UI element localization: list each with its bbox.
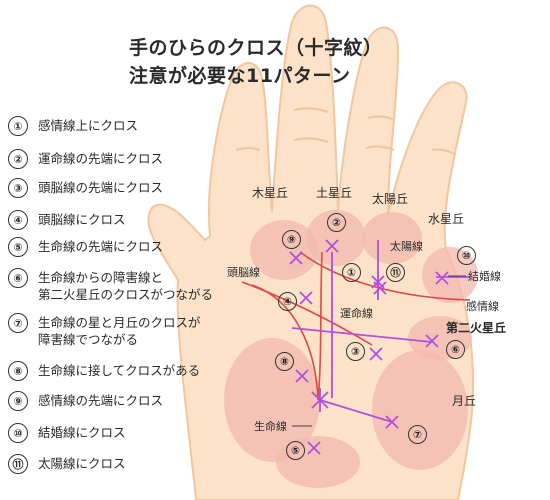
fate-line-label: 運命線	[340, 307, 373, 320]
fate-line	[317, 251, 323, 401]
mount-sun	[362, 212, 422, 264]
palm-number-9: ⑨	[282, 230, 301, 249]
mount-jupiter-label: 木星丘	[252, 186, 289, 200]
legend-item: ⑩ 結婚線にクロス	[8, 423, 126, 443]
obstacle-line-6	[291, 327, 433, 343]
legend-item: ① 感情線上にクロス	[8, 116, 139, 136]
second-mars-label: 第二火星丘	[446, 321, 507, 335]
palm-number-6: ⑥	[446, 340, 465, 359]
head-line	[241, 281, 373, 346]
head-line-label: 頭脳線	[227, 266, 260, 279]
legend-text: 頭脳線にクロス	[38, 212, 126, 227]
palm-number-7: ⑦	[408, 425, 427, 444]
cross-7	[385, 415, 399, 429]
legend-item: ② 運命線の先端にクロス	[8, 149, 164, 169]
legend-number: ④	[8, 210, 28, 230]
palm-number-5: ⑤	[286, 441, 305, 460]
legend-text: 生命線の先端にクロス	[38, 239, 164, 254]
legend-text: 生命線からの障害線と	[38, 270, 164, 285]
palm-number-11: ⑪	[386, 263, 405, 282]
legend-item: ⑤ 生命線の先端にクロス	[8, 237, 164, 257]
legend-number: ⑧	[8, 361, 28, 381]
cross-3	[369, 347, 383, 361]
cross-2	[325, 239, 339, 253]
legend-text: 生命線の星と月丘のクロスが	[38, 315, 201, 330]
cross-5	[307, 441, 321, 455]
legend-item: ⑨ 感情線の先端にクロス	[8, 391, 164, 411]
legend-number: ⑩	[8, 423, 28, 443]
legend-item: ⑪ 太陽線にクロス	[8, 454, 126, 474]
legend-text: 感情線の先端にクロス	[38, 393, 164, 408]
legend-number: ②	[8, 149, 28, 169]
legend-text: 運命線の先端にクロス	[38, 151, 164, 166]
legend-text: 感情線上にクロス	[38, 118, 139, 133]
cross-6	[425, 334, 439, 348]
legend-number: ⑥	[8, 268, 28, 288]
legend-item: ⑧ 生命線に接してクロスがある	[8, 361, 201, 381]
legend-item: ③ 頭脳線の先端にクロス	[8, 178, 164, 198]
legend-text: 頭脳線の先端にクロス	[38, 180, 164, 195]
mount-sun-label: 太陽丘	[372, 192, 409, 206]
title-line-2: 注意が必要な11パターン	[129, 65, 351, 87]
cross-8	[295, 369, 309, 383]
life-line-label: 生命線	[254, 420, 287, 433]
palm-number-8: ⑧	[275, 352, 294, 371]
legend-text-line2: 障害線でつながる	[38, 332, 139, 347]
legend-item: ④ 頭脳線にクロス	[8, 210, 126, 230]
palm-number-3: ③	[346, 342, 365, 361]
mount-jupiter	[250, 220, 318, 280]
cross-star	[311, 388, 329, 412]
legend-text: 生命線に接してクロスがある	[38, 363, 201, 378]
legend-number: ①	[8, 116, 28, 136]
legend-item: ⑦ 生命線の星と月丘のクロスが 障害線でつながる	[8, 313, 201, 348]
cross-10	[435, 271, 449, 285]
palm-number-1: ①	[342, 263, 361, 282]
palm-number-10: ⑩	[457, 246, 476, 265]
legend-number: ⑨	[8, 391, 28, 411]
cross-9	[289, 251, 303, 265]
cross-4	[299, 291, 313, 305]
mount-saturn-label: 土星丘	[316, 186, 353, 200]
label-pointers	[292, 275, 466, 427]
marriage-line-label: 結婚線	[468, 270, 501, 283]
obstacle-line-7	[319, 399, 393, 423]
title-line-1: 手のひらのクロス（十字紋）	[129, 37, 383, 59]
moon-mount-label: 月丘	[452, 394, 477, 408]
sun-line-label: 太陽線	[390, 240, 423, 253]
crosses	[289, 239, 449, 455]
palm-number-2: ②	[327, 213, 346, 232]
legend-text-line2: 第二火星丘のクロスがつながる	[38, 287, 214, 302]
legend-item: ⑥ 生命線からの障害線と 第二火星丘のクロスがつながる	[8, 268, 214, 303]
legend-text: 太陽線にクロス	[38, 456, 126, 471]
legend-number: ⑤	[8, 237, 28, 257]
heart-line-label: 感情線	[466, 300, 499, 313]
palm-number-4: ④	[278, 292, 297, 311]
mount-moon	[372, 350, 468, 470]
legend-number: ③	[8, 178, 28, 198]
mount-venus	[224, 338, 320, 462]
legend-number: ⑦	[8, 313, 28, 333]
legend-number: ⑪	[8, 454, 28, 474]
cross-11	[371, 275, 385, 289]
mount-saturn	[306, 210, 366, 266]
legend-text: 結婚線にクロス	[38, 425, 126, 440]
mount-mercury-label: 水星丘	[428, 212, 465, 226]
palm-mounts	[224, 210, 478, 488]
